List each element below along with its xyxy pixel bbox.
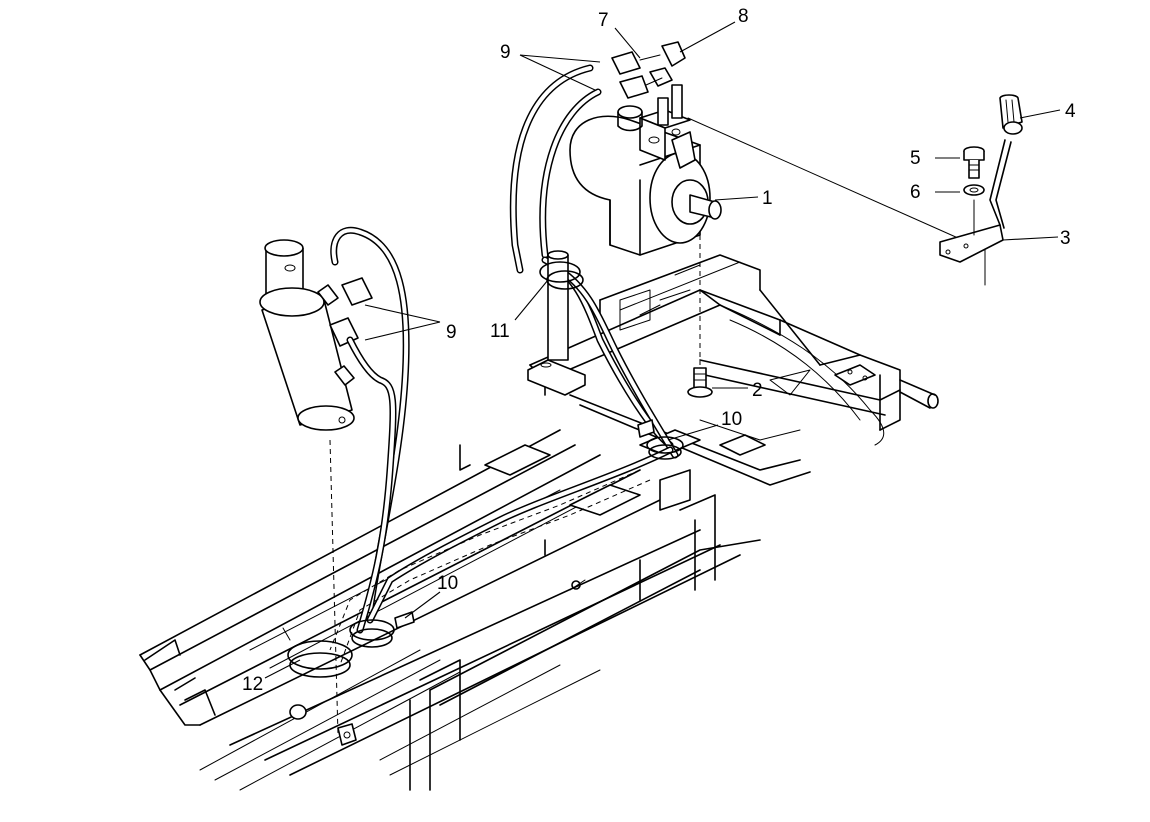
callout-9-top: 9	[500, 42, 511, 63]
callout-2: 2	[752, 380, 763, 401]
hydraulic-pump-unit	[569, 41, 722, 256]
callout-7: 7	[598, 10, 609, 31]
mounting-column	[527, 250, 586, 396]
control-lever-assembly	[687, 94, 1023, 286]
callout-5: 5	[910, 148, 921, 169]
callout-labels: 1 2 3 4 5 6 7 8 9 9 10 10 11 12	[242, 6, 1076, 695]
leader-lines	[264, 21, 1061, 679]
callout-8: 8	[738, 6, 749, 27]
callout-1: 1	[762, 188, 773, 209]
callout-11: 11	[490, 321, 510, 342]
bolt-assembly	[289, 235, 713, 746]
callout-12: 12	[242, 674, 263, 695]
chassis-frame	[139, 254, 939, 791]
callout-6: 6	[910, 182, 921, 203]
callout-4: 4	[1065, 101, 1076, 122]
callout-9-left: 9	[446, 322, 457, 343]
hydraulic-hoses	[282, 64, 684, 678]
callout-10-upper: 10	[721, 409, 742, 430]
hydraulic-cylinder	[259, 239, 373, 431]
callout-10-lower: 10	[437, 573, 458, 594]
callout-3: 3	[1060, 228, 1071, 249]
